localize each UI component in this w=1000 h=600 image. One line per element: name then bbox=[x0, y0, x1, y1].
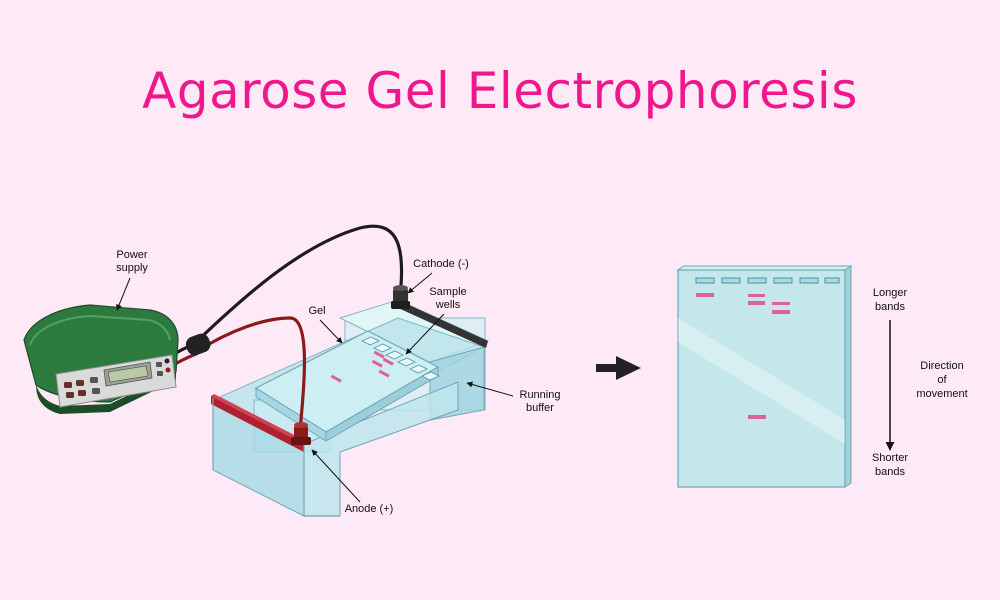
cathode-strip bbox=[396, 300, 488, 348]
anode-label: Anode (+) bbox=[345, 503, 394, 515]
wire-clamp bbox=[185, 333, 211, 356]
shorter-bands-label: Shorter bbox=[872, 452, 908, 464]
longer-bands-label: bands bbox=[875, 301, 905, 313]
sample-wells-label: wells bbox=[435, 299, 461, 311]
transition-arrow bbox=[596, 356, 641, 380]
band bbox=[772, 302, 790, 305]
running-buffer-label: buffer bbox=[526, 402, 554, 414]
power-supply-button bbox=[76, 380, 84, 386]
cathode-connector bbox=[391, 285, 410, 309]
sample-wells-label: Sample bbox=[429, 286, 466, 298]
band bbox=[748, 415, 766, 419]
page-title: Agarose Gel Electrophoresis bbox=[142, 62, 858, 120]
anode-strip bbox=[211, 396, 304, 452]
right-labels: Longer bands Direction of movement Short… bbox=[872, 287, 968, 478]
left-labels: Power supply Cathode (-) Gel Sample well… bbox=[116, 249, 560, 515]
shorter-bands-label: bands bbox=[875, 466, 905, 478]
result-gel bbox=[676, 265, 853, 488]
power-supply-button bbox=[64, 382, 72, 388]
power-supply-button bbox=[66, 392, 74, 398]
anode-connector bbox=[291, 422, 311, 445]
gel-label: Gel bbox=[308, 305, 325, 317]
direction-label: movement bbox=[916, 388, 967, 400]
cathode-wire bbox=[190, 224, 404, 348]
result-bands bbox=[696, 293, 790, 419]
power-supply-display bbox=[107, 365, 149, 383]
running-buffer-label: Running bbox=[520, 389, 561, 401]
electrophoresis-tank bbox=[211, 299, 490, 517]
gel-bands bbox=[330, 350, 394, 383]
power-supply-label: supply bbox=[116, 262, 148, 274]
band bbox=[696, 293, 714, 297]
longer-bands-label: Longer bbox=[873, 287, 908, 299]
power-supply bbox=[23, 304, 179, 414]
result-wells bbox=[695, 277, 840, 284]
direction-label: Direction bbox=[920, 360, 963, 372]
power-supply-button bbox=[78, 390, 86, 396]
cathode-label: Cathode (-) bbox=[413, 258, 469, 270]
band bbox=[748, 301, 765, 305]
band bbox=[748, 294, 765, 297]
direction-label: of bbox=[937, 374, 947, 386]
band bbox=[772, 310, 790, 314]
power-supply-label: Power bbox=[116, 249, 148, 261]
sample-wells bbox=[360, 336, 441, 381]
anode-wire bbox=[194, 316, 307, 432]
